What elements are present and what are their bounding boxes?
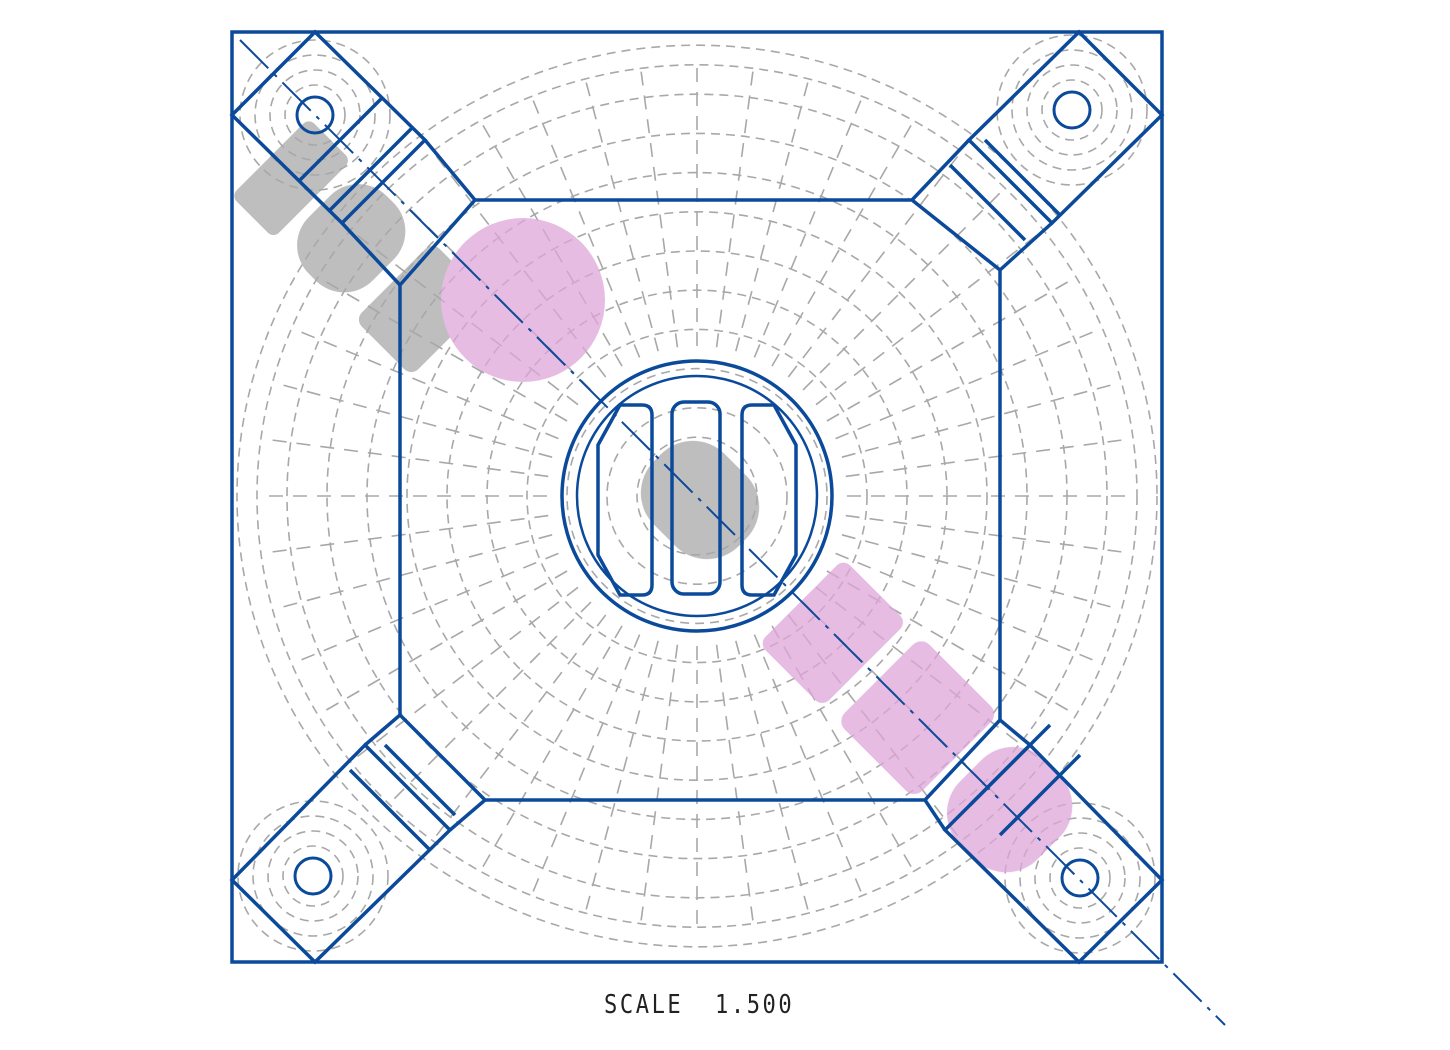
corner-pad-bottom-right xyxy=(923,718,1165,965)
corner-pad-bottom-left xyxy=(229,713,487,965)
center-slot xyxy=(670,400,722,596)
corner-pad-top-right xyxy=(910,29,1165,272)
hidden-boss-circle xyxy=(237,800,389,952)
hidden-rib xyxy=(434,614,607,838)
outer-square xyxy=(230,30,1164,964)
hidden-rib xyxy=(640,644,679,923)
hidden-boss-circle xyxy=(1011,49,1133,171)
hidden-circle xyxy=(566,367,828,625)
hidden-rib xyxy=(715,69,754,348)
hidden-rib xyxy=(715,644,754,923)
hidden-rib xyxy=(826,280,1070,422)
left-slot xyxy=(596,403,654,597)
hidden-circle xyxy=(236,44,1158,948)
corner-pad-top-left xyxy=(229,29,477,287)
center-line xyxy=(239,39,1226,1026)
hidden-circle xyxy=(526,328,868,664)
hidden-rib xyxy=(270,439,549,478)
hidden-boss-circle xyxy=(1034,832,1126,924)
hidden-rib xyxy=(324,570,568,712)
hidden-boss-circle xyxy=(1041,79,1103,141)
part-outline xyxy=(229,29,1226,1026)
hidden-rib xyxy=(845,439,1124,478)
hidden-boss-circle xyxy=(267,830,359,922)
hidden-circle xyxy=(406,210,988,782)
hidden-boss-circle xyxy=(1026,64,1118,156)
hidden-rib xyxy=(299,552,559,662)
center-hub xyxy=(560,359,834,633)
hidden-rib xyxy=(753,98,863,358)
hidden-rib xyxy=(481,625,623,869)
scale-label: SCALE 1.500 xyxy=(604,990,795,1020)
hidden-boss-circle xyxy=(1004,802,1156,954)
hidden-boss-circle xyxy=(1019,817,1141,939)
hidden-lines xyxy=(236,34,1158,954)
hidden-boss-circle xyxy=(1049,847,1111,909)
hidden-rib xyxy=(787,154,960,378)
hidden-rib xyxy=(815,233,1039,406)
hidden-boss-circle xyxy=(239,39,391,191)
hidden-boss-circle xyxy=(996,34,1148,186)
hidden-circle xyxy=(606,406,788,585)
hidden-rib xyxy=(771,123,913,367)
hidden-boss-circle xyxy=(282,845,344,907)
hidden-rib xyxy=(640,69,679,348)
hidden-boss-circle xyxy=(252,815,374,937)
right-slot xyxy=(740,403,798,597)
hidden-circle xyxy=(256,63,1138,929)
hidden-boss-circle xyxy=(269,69,361,161)
hidden-rib xyxy=(531,634,641,894)
